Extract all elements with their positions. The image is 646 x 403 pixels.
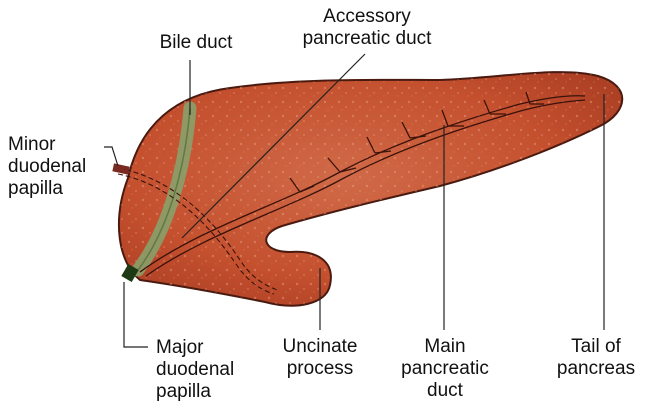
minor-duodenal-papilla <box>112 163 129 174</box>
label-uncinate-process: Uncinate process <box>268 336 372 380</box>
label-accessory-pancreatic-duct: Accessory pancreatic duct <box>282 6 452 50</box>
label-minor-duodenal-papilla: Minor duodenal papilla <box>8 134 104 200</box>
label-main-pancreatic-duct: Main pancreatic duct <box>390 336 500 402</box>
label-tail-of-pancreas: Tail of pancreas <box>548 336 644 380</box>
label-major-duodenal-papilla: Major duodenal papilla <box>156 337 266 403</box>
label-bile-duct: Bile duct <box>150 32 242 54</box>
